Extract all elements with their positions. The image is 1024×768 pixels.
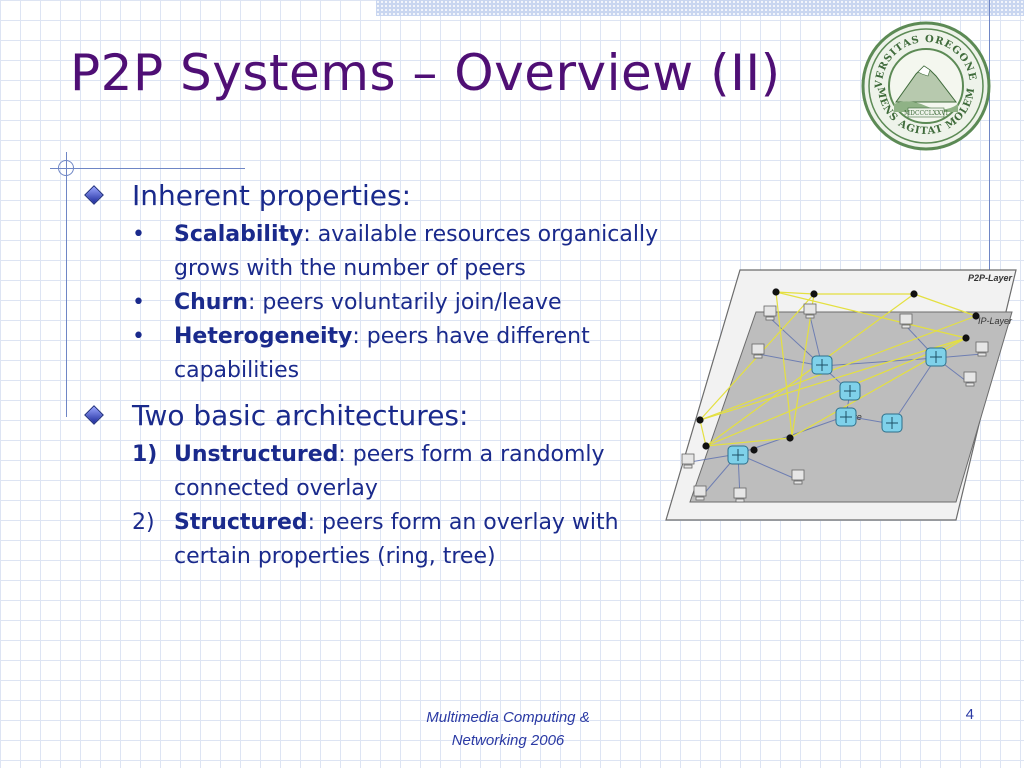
footer-course-name: Multimedia Computing & Networking 2006: [426, 709, 590, 749]
section-heading-properties: Inherent properties:: [84, 178, 684, 214]
decor-rule-horizontal: [50, 168, 245, 169]
item-text: : peers have different capabilities: [174, 324, 590, 383]
diamond-bullet-icon: [84, 185, 104, 205]
item-term: Churn: [174, 290, 248, 315]
list-item-unstructured: 1) Unstructured: peers form a randomly c…: [84, 438, 684, 506]
computer-icon: [763, 305, 777, 321]
item-text: : available resources organically grows …: [174, 222, 659, 281]
slide-body: Inherent properties: • Scalability: avai…: [84, 178, 684, 574]
host-computers: [681, 303, 989, 503]
number-marker: 2): [132, 510, 155, 535]
computer-icon: [899, 313, 913, 329]
decor-rule-vertical: [66, 152, 67, 417]
bullet-marker: •: [132, 290, 145, 315]
section-heading-architectures: Two basic architectures:: [84, 398, 684, 434]
list-item-churn: • Churn: peers voluntarily join/leave: [84, 286, 684, 320]
university-seal: UNIVERSITAS OREGONENSIS MENS AGITAT MOLE…: [858, 20, 991, 151]
p2p-layer-label: P2P-Layer: [968, 273, 1013, 283]
router-icon: [727, 445, 749, 465]
header-pattern-band: [376, 0, 1024, 16]
item-text: : peers form a randomly connected overla…: [174, 442, 605, 501]
bullet-marker: •: [132, 324, 145, 349]
router-icon: [881, 413, 903, 433]
computer-icon: [751, 343, 765, 359]
overlay-peers: [696, 288, 980, 454]
computer-icon: [791, 469, 805, 485]
ip-layer-label: IP-Layer: [978, 316, 1013, 326]
computer-icon: [681, 453, 695, 469]
item-term: Unstructured: [174, 442, 339, 467]
core-routers: [727, 347, 947, 465]
p2p-overlay-diagram: P2P-Layer IP-Layer Core: [665, 269, 1017, 521]
computer-icon: [975, 341, 989, 357]
page-number: 4: [965, 706, 974, 723]
bullet-marker: •: [132, 222, 145, 247]
item-term: Heterogeneity: [174, 324, 353, 349]
diamond-bullet-icon: [84, 405, 104, 425]
router-icon: [925, 347, 947, 367]
list-item-scalability: • Scalability: available resources organ…: [84, 218, 684, 286]
item-term: Scalability: [174, 222, 304, 247]
item-term: Structured: [174, 510, 308, 535]
computer-icon: [693, 485, 707, 501]
item-text: : peers form an overlay with certain pro…: [174, 510, 619, 569]
seal-year: MDCCCLXXVI: [904, 110, 949, 117]
slide-title: P2P Systems – Overview (II): [70, 44, 781, 102]
computer-icon: [733, 487, 747, 503]
decor-rule-circle: [58, 160, 74, 176]
list-item-structured: 2) Structured: peers form an overlay wit…: [84, 506, 684, 574]
decor-rule-right: [989, 0, 990, 278]
router-icon: [811, 355, 833, 375]
item-text: : peers voluntarily join/leave: [247, 290, 562, 315]
list-item-heterogeneity: • Heterogeneity: peers have different ca…: [84, 320, 684, 388]
number-marker: 1): [132, 442, 158, 467]
computer-icon: [803, 303, 817, 319]
computer-icon: [963, 371, 977, 387]
router-icon: [835, 407, 857, 427]
router-icon: [839, 381, 861, 401]
